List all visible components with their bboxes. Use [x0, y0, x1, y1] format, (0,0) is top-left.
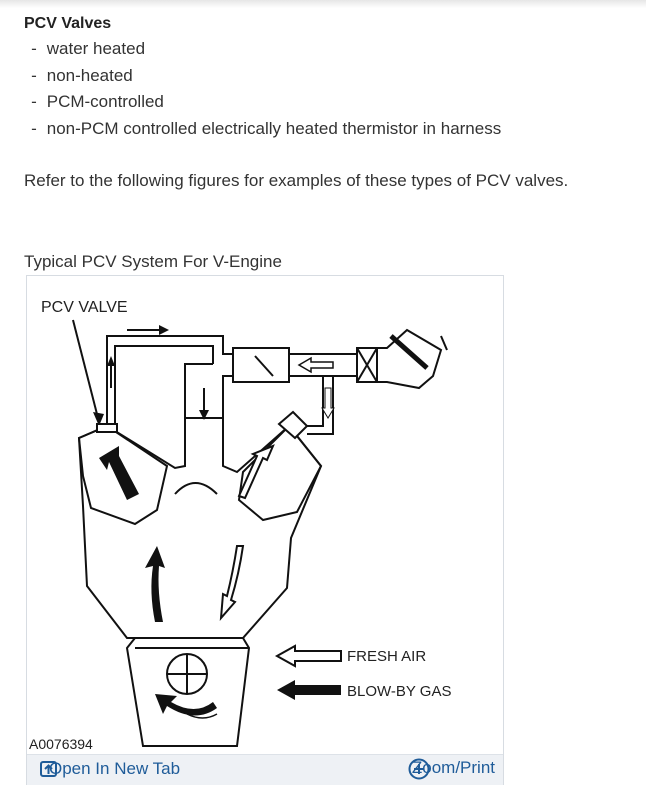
list-item-text: non-heated: [46, 65, 133, 85]
section-title: PCV Valves: [24, 15, 112, 32]
figure-toolbar: Open In New Tab Zoom/Print: [27, 754, 503, 785]
air-cleaner-hatch: [389, 334, 429, 370]
list-item: - PCM-controlled: [24, 89, 624, 116]
legend-blow-by-label: BLOW-BY GAS: [347, 683, 451, 700]
pcv-type-list: - water heated - non-heated - PCM-contro…: [24, 36, 624, 142]
blow-by-arrow-pan: [155, 694, 217, 716]
legend-blow-by-arrow: [277, 680, 341, 700]
list-item: - non-heated: [24, 63, 624, 90]
list-item-text: PCM-controlled: [46, 92, 164, 111]
air-cleaner-housing: [377, 328, 443, 390]
pcv-valve-label: PCV VALVE: [41, 299, 128, 316]
list-item-text: water heated: [46, 39, 146, 58]
legend-fresh-air-label: FRESH AIR: [347, 648, 426, 665]
pcv-valve-body: [96, 423, 118, 433]
zoom-print-button[interactable]: Zoom/Print: [408, 758, 495, 780]
list-item: - non-PCM controlled electrically heated…: [24, 116, 624, 143]
intake-pipe-right: [222, 375, 233, 418]
pcv-valve-pointer: [72, 319, 100, 423]
breather-hose-outer: [303, 376, 324, 427]
fresh-air-arrow-pan: [186, 713, 218, 719]
bullet-dash: -: [31, 118, 37, 138]
open-new-tab-icon: [40, 761, 57, 777]
blow-by-arrow-head-left: [99, 446, 139, 500]
legend-fresh-air-arrow: [274, 644, 342, 668]
breather-air-arrow: [321, 387, 335, 419]
oil-pan-outline: [125, 637, 251, 747]
pcv-hose-inner: [114, 345, 214, 424]
figure-id: A0076394: [29, 736, 93, 752]
flow-arrow-down-head: [199, 410, 209, 420]
pcv-hose-outer: [106, 335, 233, 424]
pcv-valve-pointer-head: [93, 412, 104, 426]
bullet-dash: -: [31, 39, 37, 58]
content-area: PCV Valves - water heated - non-heated -…: [24, 14, 624, 192]
pcv-system-diagram: PCV VALVE: [41, 299, 451, 747]
oil-filler-cap: [277, 410, 309, 440]
intake-pipe-left: [184, 363, 213, 418]
pcv-system-figure: PCV VALVE: [26, 275, 504, 785]
top-shadow-bar: [0, 0, 646, 8]
flow-arrow-top-head: [159, 325, 169, 335]
figure-caption: Typical PCV System For V-Engine: [24, 252, 282, 271]
open-new-tab-label: Open In New Tab: [49, 759, 181, 778]
plus-circle-icon: [408, 758, 430, 780]
flow-arrow-up-head: [107, 356, 115, 366]
filter-x2: [356, 347, 378, 383]
fresh-air-arrow-block: [219, 545, 245, 621]
valley-curve: [174, 482, 218, 495]
duct-fresh-air-arrow: [297, 356, 334, 374]
throttle-body: [232, 347, 290, 383]
open-new-tab-button[interactable]: Open In New Tab: [39, 759, 180, 779]
bullet-dash: -: [31, 65, 37, 85]
throttle-plate: [254, 355, 274, 377]
zoom-print-label: Zoom/Print: [411, 758, 495, 777]
blow-by-arrow-block: [145, 546, 165, 622]
refer-paragraph: Refer to the following figures for examp…: [24, 171, 569, 190]
air-cleaner-inlet: [440, 335, 448, 351]
breather-hose-inner: [307, 376, 334, 435]
list-item: - water heated: [24, 36, 624, 63]
list-item-text: non-PCM controlled electrically heated t…: [46, 118, 502, 138]
bullet-dash: -: [31, 92, 37, 111]
fresh-air-arrow-head-right: [237, 444, 275, 500]
